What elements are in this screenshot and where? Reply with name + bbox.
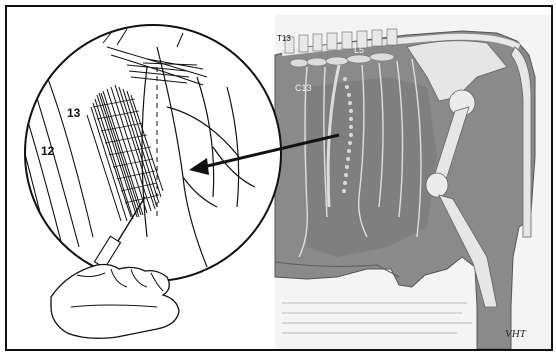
vertebra	[372, 30, 382, 46]
left-panel: 13 12	[13, 25, 281, 338]
vertebra	[327, 33, 337, 50]
vertebra	[387, 29, 397, 45]
stifle-joint	[426, 173, 448, 197]
vertebra	[299, 35, 308, 52]
anatomy-figure: T13 L5 C13 VHT	[7, 7, 551, 349]
vertebra	[342, 32, 352, 49]
artist-signature: VHT	[505, 328, 527, 340]
right-panel: T13 L5 C13 VHT	[275, 15, 551, 349]
vertebra-label-t13: T13	[277, 34, 291, 43]
rib-label-12: 12	[41, 144, 55, 158]
vertebra-label-l5: L5	[354, 45, 364, 55]
rib-label-13: 13	[67, 106, 81, 120]
figure-frame: T13 L5 C13 VHT	[5, 5, 553, 351]
hand	[51, 265, 179, 339]
vertebra-label-c13: C13	[295, 83, 312, 93]
vertebra	[313, 34, 322, 51]
